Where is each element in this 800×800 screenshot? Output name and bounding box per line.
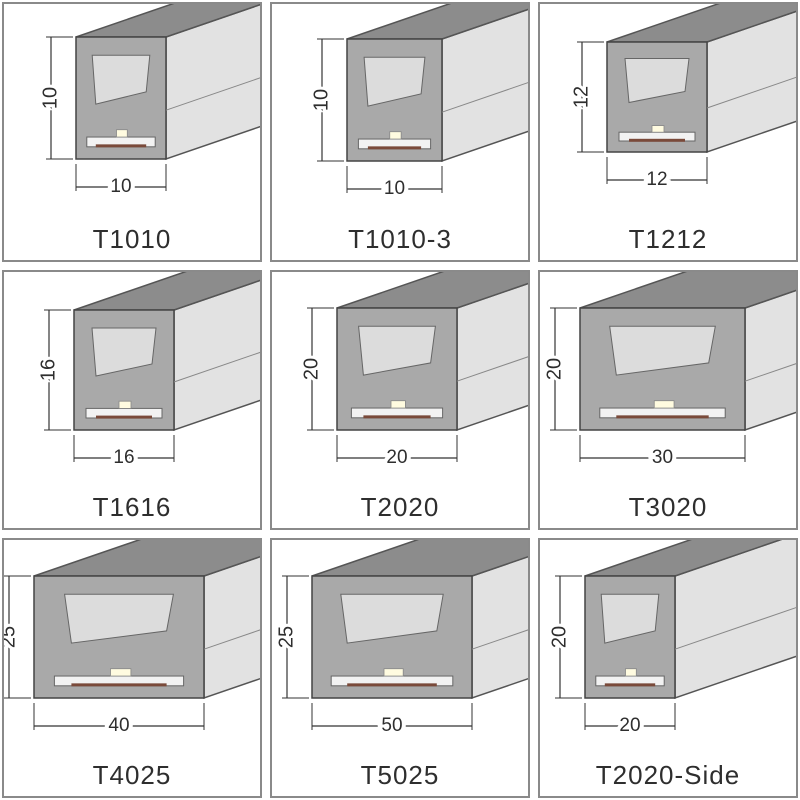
- profile-name: T1010: [4, 224, 260, 254]
- width-value: 20: [619, 715, 640, 736]
- profile-name: T2020: [272, 492, 528, 522]
- profile-drawing: 10 10: [36, 4, 260, 201]
- side-groove: [456, 356, 528, 382]
- pcb-copper: [96, 415, 152, 419]
- height-value: 25: [275, 626, 297, 648]
- led-chip: [110, 668, 132, 677]
- led-chip: [653, 400, 675, 409]
- profile-drawing: 25 40: [4, 540, 260, 740]
- light-window: [600, 593, 660, 644]
- led-chip: [390, 400, 406, 409]
- width-value: 50: [381, 715, 402, 736]
- profile-drawing: 25 50: [272, 540, 528, 740]
- pcb-copper: [363, 415, 431, 419]
- pcb-copper: [347, 683, 437, 687]
- side-groove: [471, 629, 528, 650]
- height-value: 10: [310, 89, 332, 111]
- led-chip: [651, 125, 665, 133]
- light-window: [340, 593, 444, 644]
- side-groove: [744, 363, 796, 382]
- led-chip: [389, 131, 402, 140]
- side-groove: [203, 629, 260, 650]
- pcb-copper: [367, 146, 422, 150]
- light-window: [91, 327, 157, 377]
- profile-drawing: 10 10: [307, 4, 528, 203]
- height-value: 25: [4, 626, 19, 648]
- light-window: [358, 325, 436, 376]
- light-window: [609, 325, 716, 376]
- height-value: 20: [300, 358, 322, 380]
- profile-name: T1212: [540, 224, 796, 254]
- width-value: 30: [652, 447, 673, 468]
- profile-name: T4025: [4, 760, 260, 790]
- light-window: [64, 593, 175, 644]
- width-value: 16: [113, 447, 134, 468]
- pcb-copper: [71, 683, 167, 687]
- profile-name: T1010-3: [272, 224, 528, 254]
- width-value: 12: [646, 169, 667, 190]
- side-groove: [173, 351, 260, 383]
- width-value: 10: [110, 176, 131, 197]
- profile-name: T2020-Side: [540, 760, 796, 790]
- led-chip: [625, 668, 637, 677]
- pcb-copper: [616, 415, 709, 419]
- height-value: 20: [543, 358, 565, 380]
- height-value: 12: [570, 86, 592, 108]
- light-window: [624, 58, 690, 104]
- profile-name: T1616: [4, 492, 260, 522]
- profile-name: T5025: [272, 760, 528, 790]
- profile-name: T3020: [540, 492, 796, 522]
- width-value: 10: [384, 178, 405, 199]
- width-value: 40: [108, 715, 129, 736]
- pcb-copper: [629, 138, 685, 142]
- profile-drawing: 2020: [545, 540, 796, 740]
- pcb-copper: [95, 144, 147, 148]
- side-groove: [674, 607, 796, 650]
- height-value: 16: [37, 359, 59, 381]
- side-groove: [706, 76, 796, 109]
- led-chip: [118, 400, 132, 409]
- side-groove: [441, 82, 528, 113]
- width-value: 20: [386, 447, 407, 468]
- profile-drawing: 1616: [34, 272, 260, 472]
- height-value: 10: [39, 87, 61, 109]
- profile-drawing: 12 12: [567, 4, 796, 194]
- pcb-copper: [604, 683, 656, 687]
- side-groove: [165, 77, 260, 111]
- led-chip: [383, 668, 404, 677]
- height-value: 20: [548, 626, 570, 648]
- profile-drawing: 2020: [297, 272, 528, 472]
- light-window: [91, 54, 151, 105]
- led-chip: [116, 129, 128, 138]
- light-window: [363, 56, 426, 107]
